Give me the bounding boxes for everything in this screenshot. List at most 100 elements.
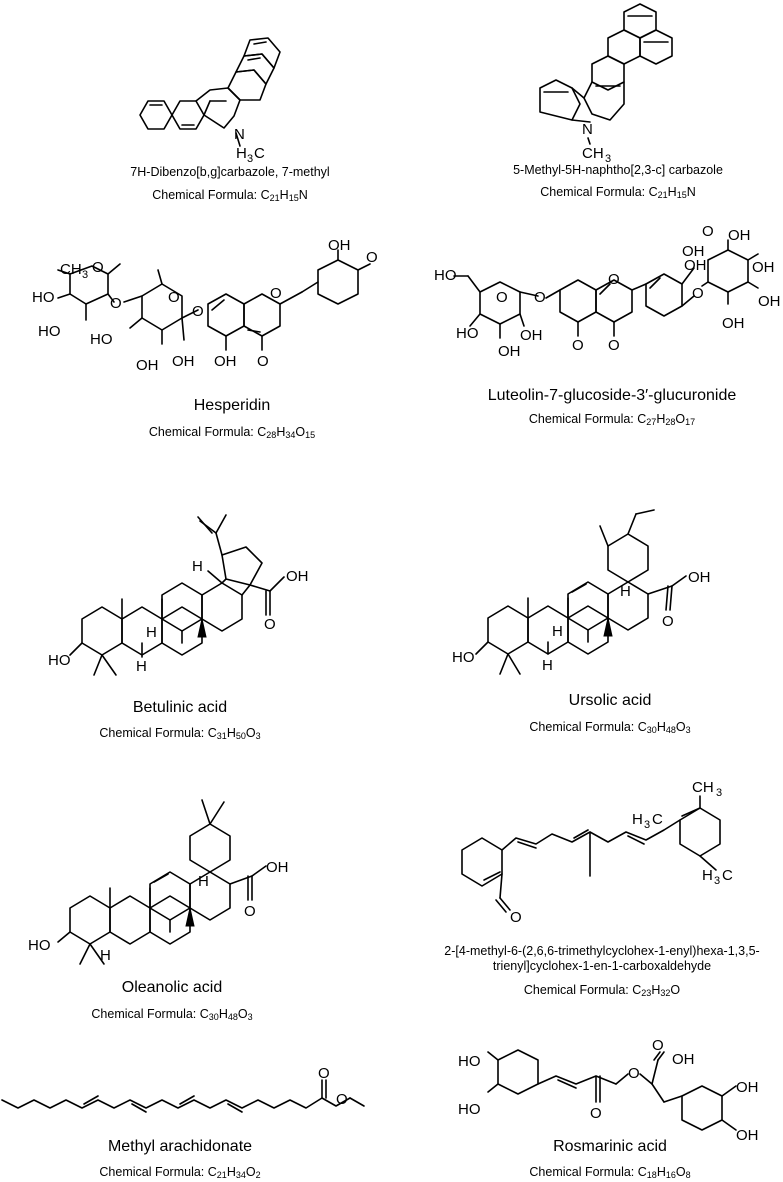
- atom-label: OH: [172, 353, 195, 370]
- formula-o: O3: [245, 726, 261, 741]
- compound-name: 2-[4-methyl-6-(2,6,6-trimethylcyclohex-1…: [444, 944, 760, 973]
- atom-label: H: [146, 624, 157, 641]
- atom-label: HO: [452, 649, 475, 666]
- atom-label: O: [608, 271, 620, 288]
- formula-h: H48: [656, 720, 676, 735]
- atom-label: O: [318, 1065, 330, 1082]
- formula-o: O15: [295, 425, 316, 440]
- atom-label: OH: [752, 259, 775, 276]
- chemical-formula: Chemical Formula: C21H15N: [152, 188, 308, 203]
- chemical-formula: Chemical Formula: C21H34O2: [99, 1165, 261, 1180]
- formula-c: C30: [637, 720, 657, 735]
- formula-n: N: [686, 185, 696, 199]
- atom-label: CH: [60, 261, 82, 278]
- atom-label: O: [590, 1105, 602, 1122]
- structure-dibenzocarbazole: N H 3 C: [139, 37, 281, 165]
- atom-label: OH: [136, 357, 159, 374]
- atom-label: O: [662, 613, 674, 630]
- atom-label: OH: [728, 227, 751, 244]
- atom-label: OH: [266, 859, 289, 876]
- structure-ursolic-acid: H OH O H H HO: [452, 509, 711, 675]
- formula-h: H15: [279, 188, 299, 203]
- formula-h: H50: [226, 726, 246, 741]
- atom-label: O: [336, 1091, 348, 1108]
- chemical-formula: Chemical Formula: C28H34O15: [148, 425, 316, 440]
- formula-o: O3: [237, 1007, 253, 1022]
- atom-label: O: [192, 303, 204, 320]
- atom-label: H: [198, 873, 209, 890]
- atom-label: HO: [48, 652, 71, 669]
- chemical-formula: Chemical Formula: C21H15N: [540, 185, 696, 200]
- atom-label: O: [110, 295, 122, 312]
- structure-cyclohexene-carboxaldehyde: CH 3 H 3 C H 3 C O: [461, 779, 733, 926]
- atom-label: O: [572, 337, 584, 354]
- atom-label: H: [100, 947, 111, 964]
- compound-name: Oleanolic acid: [121, 979, 223, 996]
- formula-c: C21: [260, 188, 280, 203]
- chemical-formula: Chemical Formula: C30H48O3: [529, 720, 691, 735]
- atom-label: HO: [28, 937, 51, 954]
- compound-name: Rosmarinic acid: [553, 1138, 667, 1155]
- atom-label: C: [652, 811, 663, 828]
- structure-rosmarinic-acid: HO HO O OH O OH O OH: [458, 1037, 759, 1144]
- structure-methyl-arachidonate: O O: [1, 1065, 365, 1113]
- atom-label: HO: [458, 1053, 481, 1070]
- formula-h: H48: [218, 1007, 238, 1022]
- chemical-formula: Chemical Formula: C23H32O: [523, 983, 681, 998]
- atom-label: H: [552, 623, 563, 640]
- formula-c: C28: [257, 425, 277, 440]
- compound-name: Ursolic acid: [568, 692, 652, 709]
- compound-name: Methyl arachidonate: [107, 1138, 253, 1155]
- formula-n: N: [298, 188, 308, 202]
- atom-label: H: [632, 811, 643, 828]
- formula-o: O: [670, 983, 681, 997]
- atom-label: O: [92, 259, 104, 276]
- atom-label: OH: [722, 315, 745, 332]
- formula-o: O3: [675, 720, 691, 735]
- atom-label: OH: [758, 293, 781, 310]
- atom-label: HO: [90, 331, 113, 348]
- atom-label: OH: [688, 569, 711, 586]
- formula-c: C30: [199, 1007, 219, 1022]
- atom-label: N: [234, 126, 245, 143]
- atom-label: O: [628, 1065, 640, 1082]
- atom-label: HO: [456, 325, 479, 342]
- atom-label: O: [652, 1037, 664, 1054]
- formula-c: C21: [207, 1165, 227, 1180]
- atom-label: H: [542, 657, 553, 674]
- atom-label: O: [168, 289, 180, 306]
- formula-c: C31: [207, 726, 227, 741]
- atom-label: HO: [32, 289, 55, 306]
- atom-label: 3: [716, 787, 722, 799]
- atom-label: C: [254, 145, 265, 162]
- atom-label: O: [702, 223, 714, 240]
- atom-label: H: [136, 658, 147, 675]
- formula-h: H32: [651, 983, 671, 998]
- structure-betulinic-acid: H OH O H H HO: [48, 514, 309, 676]
- atom-label: OH: [736, 1079, 759, 1096]
- compound-name: 5-Methyl-5H-naphtho[2,3-c] carbazole: [513, 163, 723, 177]
- atom-label: O: [692, 285, 704, 302]
- formula-o: O17: [675, 412, 696, 427]
- compound-name: Betulinic acid: [132, 699, 228, 716]
- atom-label: O: [264, 616, 276, 633]
- compound-name: Luteolin-7-glucoside-3′-glucuronide: [487, 387, 737, 404]
- atom-label: HO: [458, 1101, 481, 1118]
- atom-label: OH: [682, 243, 705, 260]
- atom-label: C: [722, 867, 733, 884]
- atom-label: HO: [38, 323, 61, 340]
- atom-label: OH: [736, 1127, 759, 1144]
- chemical-formula: Chemical Formula: C30H48O3: [91, 1007, 253, 1022]
- atom-label: OH: [214, 353, 237, 370]
- structure-naphthocarbazole: N CH 3: [539, 3, 673, 165]
- atom-label: H: [702, 867, 713, 884]
- atom-label: O: [534, 289, 546, 306]
- formula-h: H34: [226, 1165, 246, 1180]
- atom-label: OH: [520, 327, 543, 344]
- atom-label: CH: [582, 145, 604, 162]
- atom-label: 3: [605, 153, 611, 165]
- formula-c: C21: [648, 185, 668, 200]
- formula-h: H16: [656, 1165, 676, 1180]
- formula-o: O8: [675, 1165, 691, 1180]
